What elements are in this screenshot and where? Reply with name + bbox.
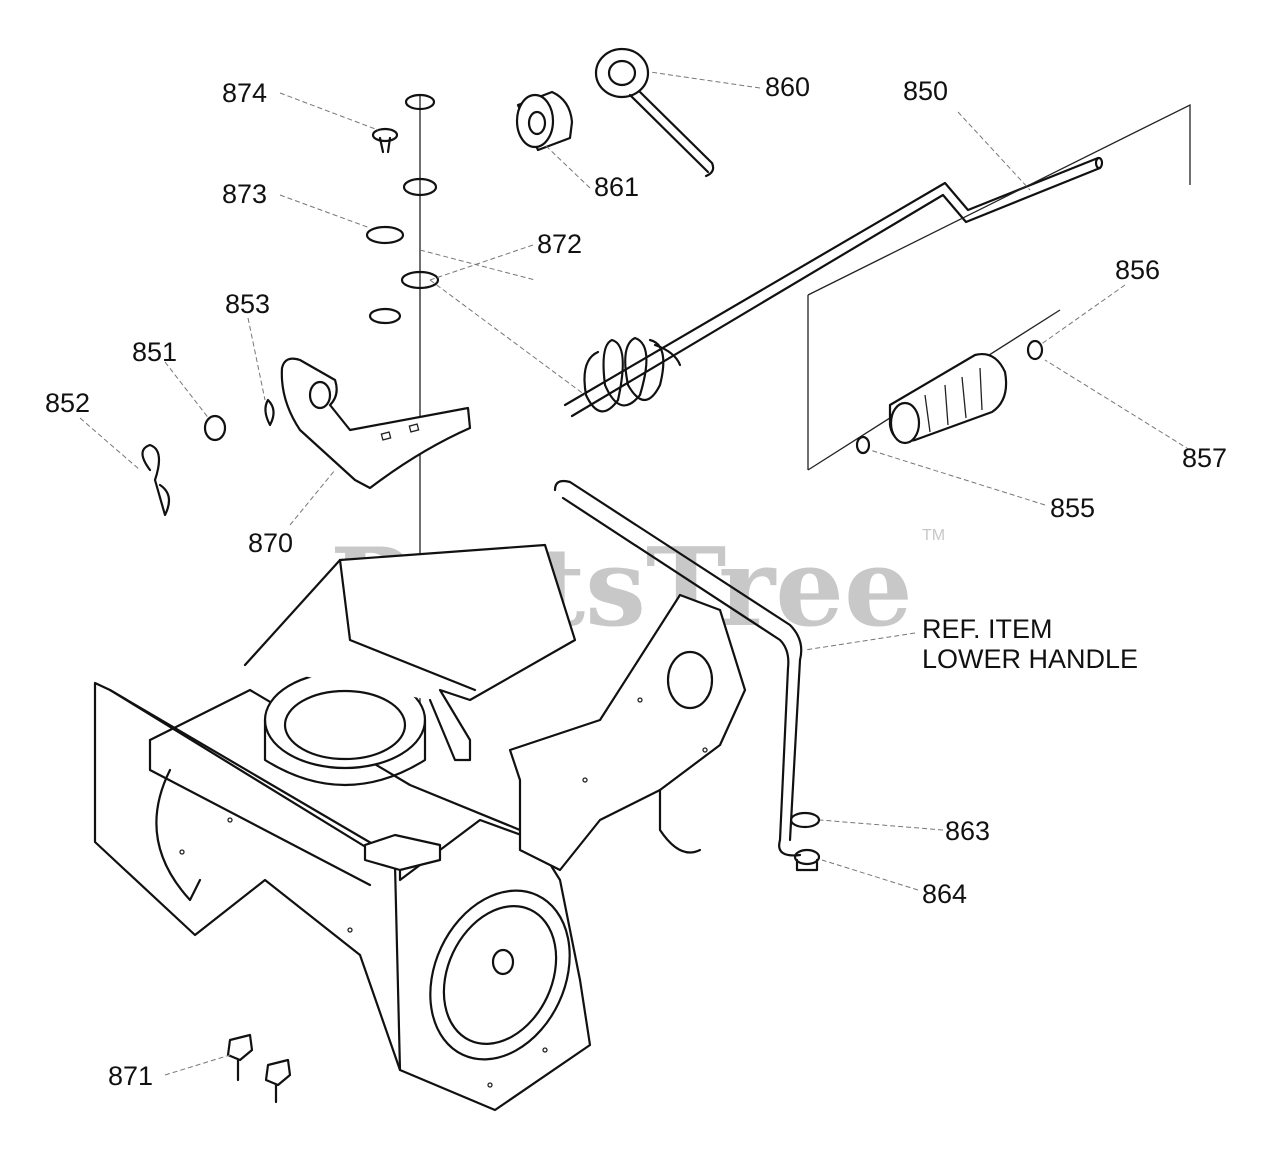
callout-863: 863 [945, 816, 990, 846]
callout-850: 850 [903, 76, 948, 106]
callout-855: 855 [1050, 493, 1095, 523]
auger-housing [93, 543, 747, 1112]
washers-863-864 [789, 811, 821, 872]
callout-851: 851 [132, 337, 177, 367]
leader-lines [79, 71, 1191, 1076]
callout-874: 874 [222, 78, 267, 108]
pin-853 [264, 398, 275, 427]
callout-861: 861 [594, 172, 639, 202]
eyebolt-860 [594, 47, 715, 178]
rod-850 [563, 156, 1104, 418]
washer-stack [365, 93, 440, 325]
callout-872: 872 [537, 229, 582, 259]
bolts-871 [226, 1033, 292, 1104]
callout-864: 864 [922, 879, 967, 909]
lower-handle-label: LOWER HANDLE [922, 644, 1138, 674]
callout-873: 873 [222, 179, 267, 209]
ref-item-label: REF. ITEM [922, 614, 1053, 644]
clip-852 [141, 443, 171, 517]
washer-851 [203, 414, 227, 442]
callout-870: 870 [248, 528, 293, 558]
callout-860: 860 [765, 72, 810, 102]
grip-assembly [807, 103, 1191, 471]
callout-852: 852 [45, 388, 90, 418]
bracket-870 [280, 357, 472, 490]
trademark-mark: TM [922, 527, 945, 544]
callout-856: 856 [1115, 255, 1160, 285]
callout-857: 857 [1182, 443, 1227, 473]
callout-853: 853 [225, 289, 270, 319]
spacer-861 [515, 90, 574, 152]
callout-871: 871 [108, 1061, 153, 1091]
